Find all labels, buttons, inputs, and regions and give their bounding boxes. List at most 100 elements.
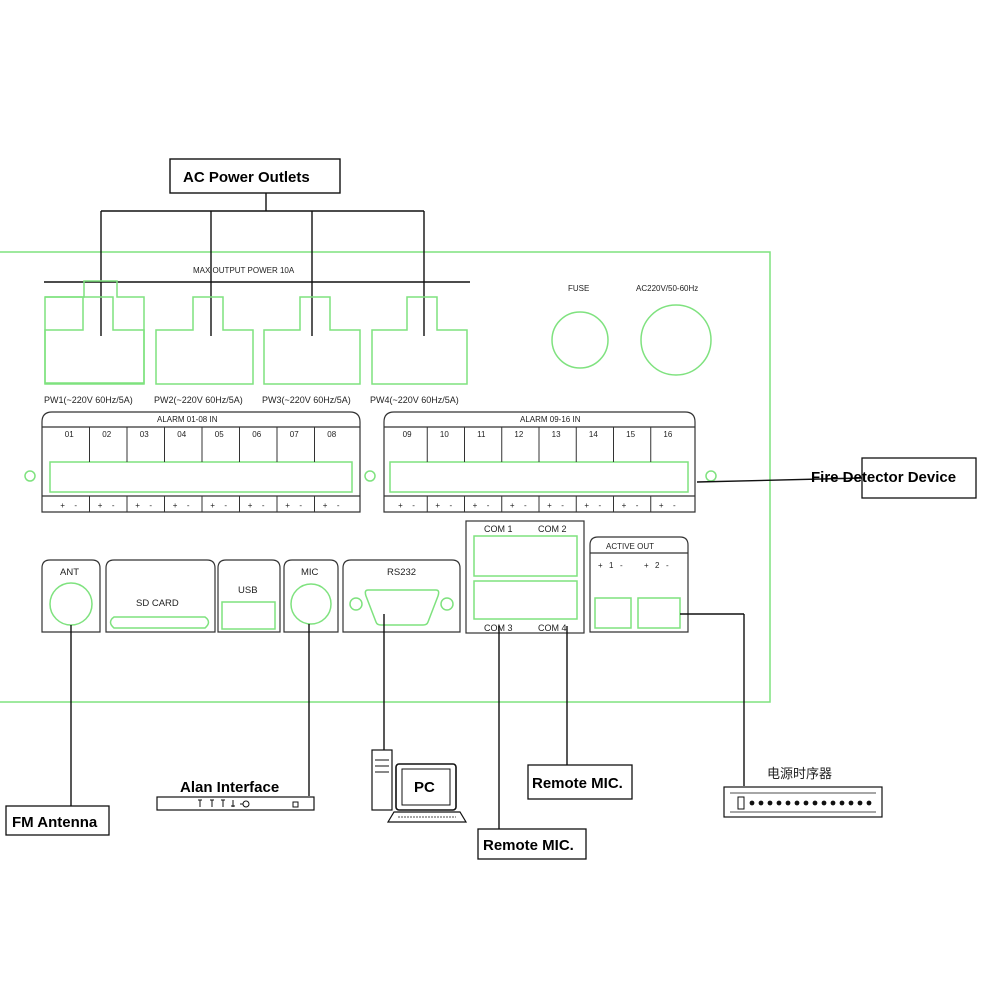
com4-label: COM 4 [538,623,567,633]
alarm-terminal-plus: + [622,501,627,510]
rs232-port [364,589,440,626]
remote-mic-box-1 [527,764,633,800]
outlet-pw4-label: PW4(~220V 60Hz/5A) [370,395,459,405]
alarm-terminal-plus: + [98,501,103,510]
alarm-channel-05: 05 [215,430,224,439]
external-leads [70,613,745,829]
max-output-label: MAX OUTPUT POWER 10A [193,266,295,275]
alarm-terminal-minus: - [598,501,601,510]
active-out-ch1-label: 1 [609,561,614,570]
fire-detector-box [861,457,977,499]
remote-mic-label-2: Remote MIC. [483,837,574,854]
alan-interface-label: Alan Interface [180,779,279,796]
ac-input-socket [640,304,712,376]
alarm-terminal-minus: - [299,501,302,510]
alarm-channel-15: 15 [626,430,635,439]
alarm-terminal-minus: - [337,501,340,510]
sequencer-output-dot [794,800,800,806]
ac-power-outlets-label: AC Power Outlets [183,169,310,186]
sequencer-output-dot [785,800,791,806]
alarm-channel-16: 16 [663,430,672,439]
alarm-terminal-minus: - [487,501,490,510]
ac-power-outlets-box [169,158,341,194]
rs232-screw-left [349,597,363,611]
outlet-pw1 [44,280,145,384]
ant-panel [41,559,101,633]
usb-label: USB [238,585,258,596]
active-out-ch2-label: 2 [655,561,660,570]
sequencer-output-dot [749,800,755,806]
alarm-left-channels: 01+-02+-03+-04+-05+-06+-07+-08+- [60,427,340,512]
fuse-holder [551,311,609,369]
usb-panel [217,559,281,633]
alarm-terminal-minus: - [449,501,452,510]
com-12-port [473,535,578,577]
ant-connector [49,582,93,626]
alarm-terminal-plus: + [60,501,65,510]
alarm-terminal-plus: + [584,501,589,510]
sd-card-label: SD CARD [136,598,179,609]
alarm-terminal-minus: - [262,501,265,510]
fm-antenna-label: FM Antenna [12,814,98,831]
com-panel [465,520,585,634]
com3-label: COM 3 [484,623,513,633]
pc-icon [371,749,468,823]
sd-card-panel [105,559,216,633]
rear-panel-outline [0,251,771,703]
alarm-terminal-minus: - [74,501,77,510]
sequencer-output-dot [812,800,818,806]
alarm-terminal-plus: + [173,501,178,510]
alarm-channel-14: 14 [589,430,598,439]
sequencer-output-dot [758,800,764,806]
sequencer-output-dot [839,800,845,806]
alarm-channel-07: 07 [290,430,299,439]
alarm-terminal-minus: - [636,501,639,510]
alan-interface-device [156,796,315,811]
sequencer-output-dot [866,800,872,806]
alarm-channel-02: 02 [102,430,111,439]
alarm-terminal-minus: - [412,501,415,510]
fire-detector-lead [696,477,863,483]
alarm-channel-04: 04 [177,430,186,439]
outlet-pw1-shape [44,296,145,385]
mount-hole-right [705,470,717,482]
alarm-channel-06: 06 [252,430,261,439]
alarm-channel-12: 12 [514,430,523,439]
ant-label: ANT [60,567,79,578]
ac-outlet-leads [100,211,425,336]
alarm-terminal-minus: - [149,501,152,510]
mic-label: MIC [301,567,319,578]
sequencer-output-dot [830,800,836,806]
com1-label: COM 1 [484,524,513,534]
active-out-ch1-port [594,597,632,629]
alarm-channel-03: 03 [140,430,149,439]
alarm-terminal-plus: + [547,501,552,510]
alarm-terminal-plus: + [659,501,664,510]
mic-panel [283,559,339,633]
alarm-terminal-plus: + [398,501,403,510]
alarm-block-left [41,411,361,513]
alarm-terminal-minus: - [187,501,190,510]
alarm-right-channels: 09+-10+-11+-12+-13+-14+-15+-16+- [398,427,676,512]
sequencer-output-dot [857,800,863,806]
active-out-label: ACTIVE OUT [606,542,654,551]
sequencer-output-dot [767,800,773,806]
alan-interface-ports-icon [198,799,299,808]
alarm-channel-09: 09 [403,430,412,439]
alarm-channel-10: 10 [440,430,449,439]
outlet-shapes [44,296,468,385]
rs232-screw-right [440,597,454,611]
alarm-terminal-plus: + [473,501,478,510]
alarm-channel-08: 08 [327,430,336,439]
alarm-terminal-minus: - [224,501,227,510]
alarm-terminal-minus: - [524,501,527,510]
outlet-pw2-label: PW2(~220V 60Hz/5A) [154,395,243,405]
alarm-channel-13: 13 [552,430,561,439]
outlet-pw2-shape [155,296,254,385]
sequencer-switch [737,796,745,810]
active-out-ch1-minus: - [620,561,623,570]
sequencer-output-dot [848,800,854,806]
power-sequencer-outputs [737,796,872,810]
com-34-port [473,580,578,620]
